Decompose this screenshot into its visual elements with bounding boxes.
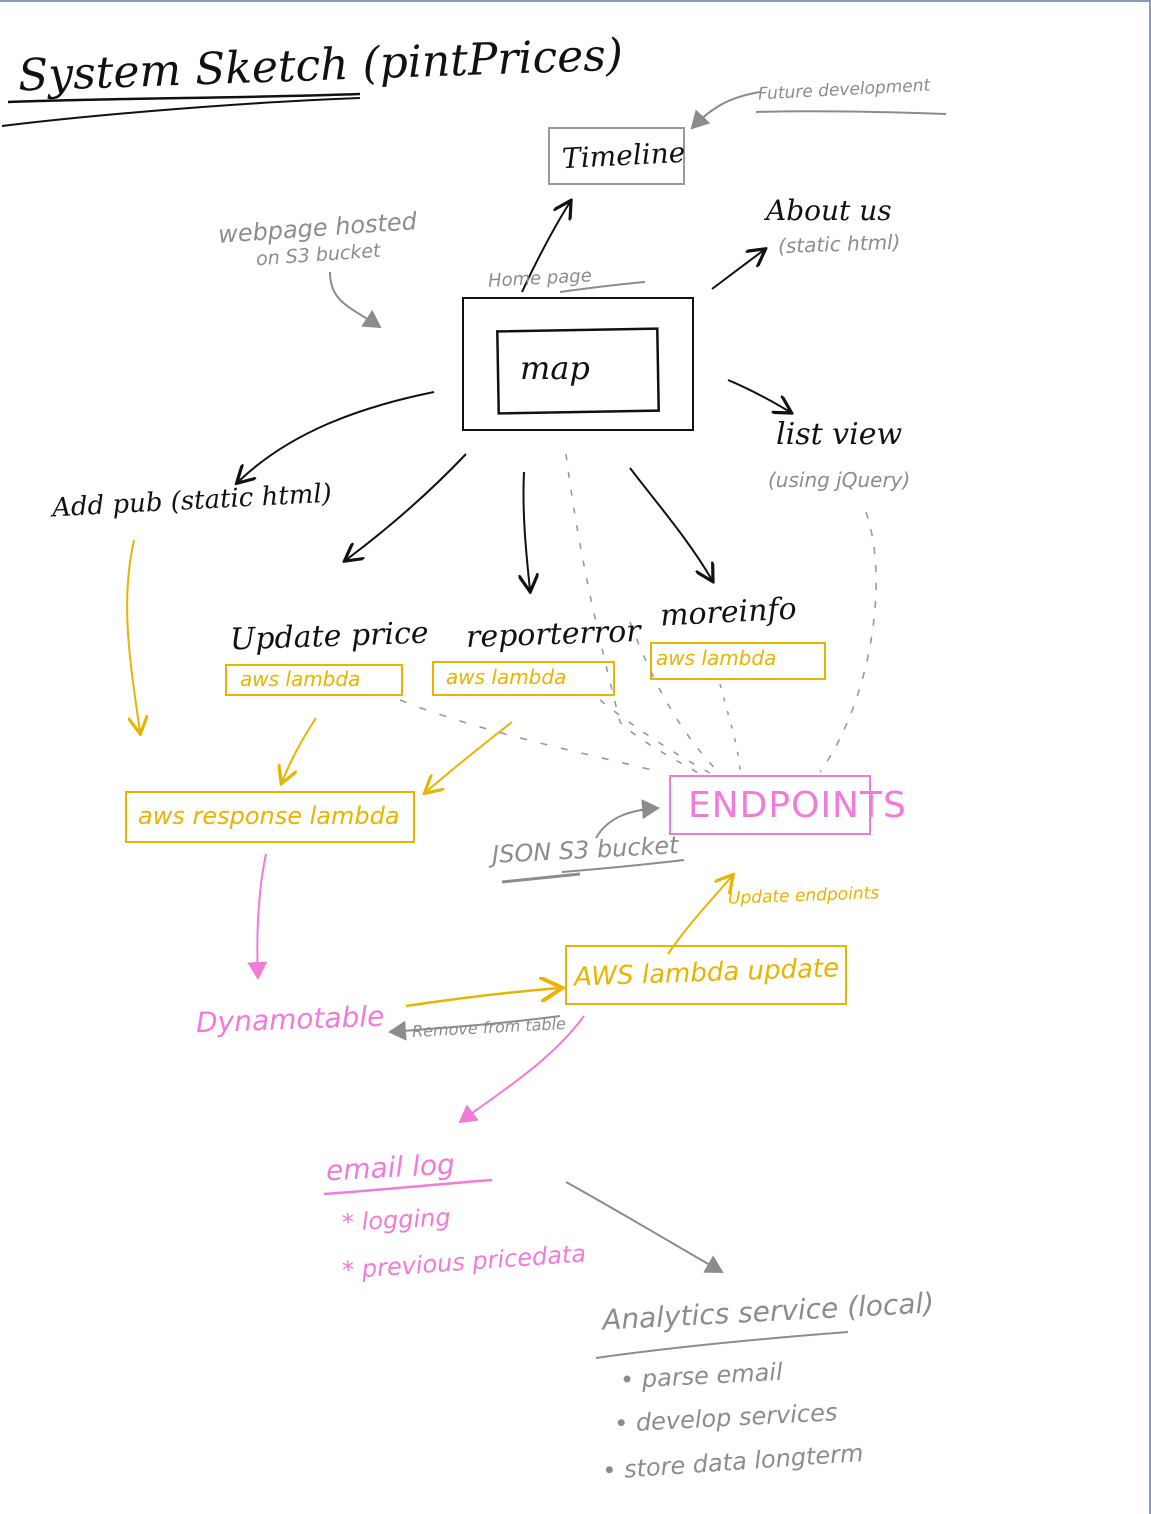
dashed-listview-to-endpoints	[819, 511, 877, 773]
arrow-reporterror-to-response	[426, 721, 513, 792]
arrow-addpub-down	[126, 539, 140, 732]
arrow-to-addpub	[238, 391, 435, 482]
arrow-update-endpoints	[667, 876, 732, 955]
arrow-remove-from-table	[388, 1015, 561, 1041]
lambda-update-box	[565, 945, 847, 1005]
node-list-view-sub: (using jQuery)	[768, 468, 911, 492]
map-inner-box	[496, 327, 660, 415]
endpoints-box	[669, 775, 871, 835]
node-about-us-sub: (static html)	[777, 229, 901, 259]
arrow-json-s3	[595, 799, 660, 839]
arrow-response-to-dynamo	[247, 853, 268, 980]
dashed-reporterror-to-endpoints	[599, 699, 713, 775]
dashed-moreinfo-to-endpoints	[719, 683, 741, 775]
node-dynamo-table: Dynamotable	[195, 999, 385, 1040]
analytics-underline	[595, 1331, 849, 1359]
arrow-to-reporterror	[523, 471, 530, 590]
dashed-updateprice-to-endpoints	[399, 699, 661, 773]
email-log-underline	[323, 1178, 493, 1196]
response-lambda-box	[125, 791, 415, 843]
more-info-lambda-box	[650, 642, 826, 680]
node-email-log: email log	[325, 1147, 456, 1188]
node-about-us: About us	[766, 194, 892, 227]
dashed-extra	[629, 621, 721, 775]
arrow-emaillog-to-analytics	[565, 1181, 724, 1273]
dashed-map-to-endpoints	[565, 453, 701, 775]
node-aws-response-lambda: aws response lambda	[138, 802, 400, 830]
arrow-updateprice-to-response	[282, 717, 317, 782]
arrow-dynamo-to-lambdaupdate	[405, 988, 560, 1008]
update-price-lambda-box	[225, 664, 403, 696]
arrow-lambdaupdate-to-emaillog	[458, 1015, 585, 1124]
email-log-item-logging: * logging	[341, 1203, 452, 1237]
node-map: map	[520, 349, 590, 387]
arrow-to-updateprice	[346, 453, 467, 560]
node-endpoints: ENDPOINTS	[688, 785, 907, 826]
label-more-info-lambda: aws lambda	[656, 646, 777, 670]
node-report-error: reporterror	[465, 613, 642, 656]
homepage-box	[462, 297, 694, 431]
arrow-to-listview	[727, 379, 790, 412]
json-underline	[501, 872, 581, 884]
title-underline-2	[1, 97, 361, 127]
timeline-box	[548, 127, 685, 185]
label-update-price-lambda: aws lambda	[240, 667, 361, 691]
node-timeline: Timeline	[561, 135, 687, 176]
arrow-to-about	[711, 250, 764, 290]
label-report-error-lambda: aws lambda	[446, 665, 567, 689]
arrow-to-timeline	[521, 202, 570, 293]
arrow-webpage-hosted	[329, 271, 382, 329]
future-dev-underline	[755, 110, 947, 115]
report-error-lambda-box	[432, 661, 615, 696]
home-page-underline	[559, 281, 646, 293]
node-list-view: list view	[776, 417, 903, 452]
node-more-info: moreinfo	[659, 591, 798, 634]
json-underline-2	[561, 859, 685, 873]
title-underline	[7, 92, 361, 104]
arrow-future-dev	[690, 91, 761, 130]
node-update-price: Update price	[229, 615, 430, 658]
arrow-to-moreinfo	[629, 467, 712, 580]
